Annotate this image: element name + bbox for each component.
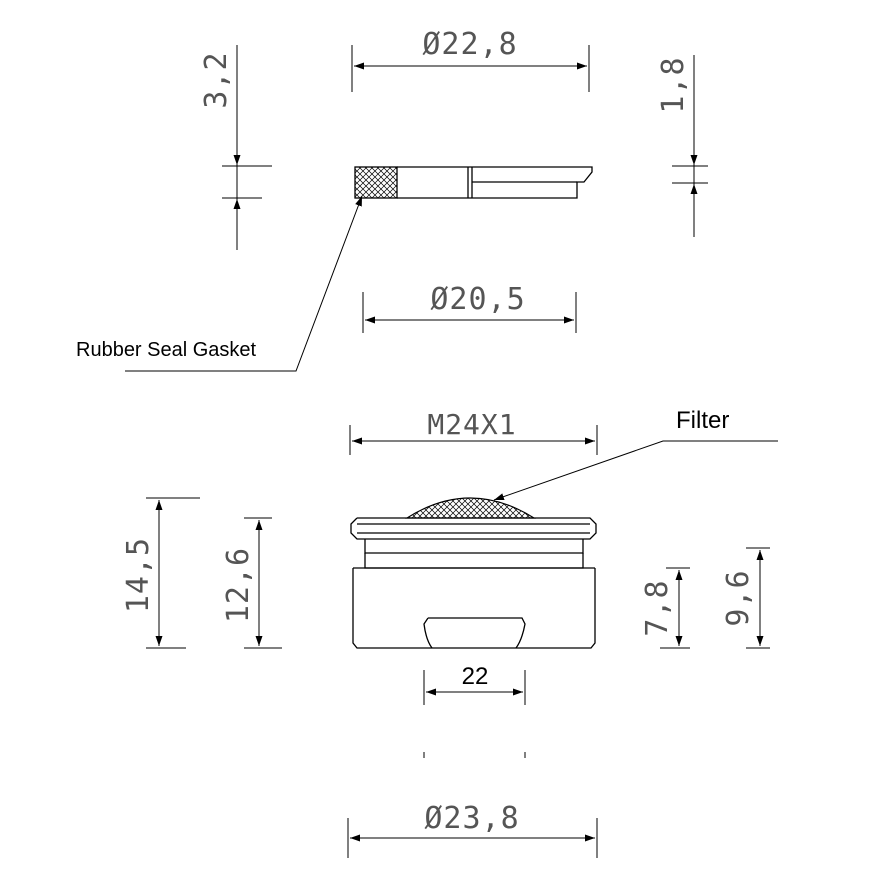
callout-filter: Filter (493, 407, 778, 501)
dim-gasket-step: 1,8 (656, 55, 708, 237)
label-gasket-outer-diameter: Ø22,8 (422, 27, 517, 62)
label-gasket-thickness: 3,2 (199, 51, 234, 108)
callout-gasket-label: Rubber Seal Gasket (76, 339, 257, 361)
label-thread: M24X1 (427, 408, 516, 441)
gasket-view: Ø22,8 3,2 1,8 (76, 27, 708, 372)
label-height-total: 14,5 (121, 537, 156, 613)
dim-gasket-inner-diameter: Ø20,5 (362, 282, 577, 333)
label-outer-diameter: Ø23,8 (424, 801, 519, 836)
dim-height-lower: 7,8 (640, 567, 690, 649)
label-height-mid: 9,6 (721, 569, 756, 626)
label-height-body: 12,6 (221, 547, 256, 623)
callout-filter-label: Filter (676, 407, 729, 434)
dim-outer-diameter: Ø23,8 (347, 801, 598, 858)
dim-thread: M24X1 (349, 408, 598, 455)
aerator-view: M24X1 Filter 1 (121, 407, 778, 858)
label-inner-width: 22 (462, 663, 489, 690)
dim-height-body: 12,6 (221, 517, 282, 649)
label-gasket-inner-diameter: Ø20,5 (430, 282, 525, 317)
dim-height-total: 14,5 (121, 497, 200, 649)
gasket-profile (354, 166, 593, 199)
label-height-lower: 7,8 (640, 579, 675, 636)
label-gasket-step: 1,8 (656, 56, 691, 113)
dim-height-mid: 9,6 (721, 547, 770, 649)
aerator-body (350, 497, 597, 649)
dim-inner-width: 22 (423, 663, 526, 758)
dim-gasket-thickness: 3,2 (199, 45, 272, 250)
dim-gasket-outer-diameter: Ø22,8 (351, 27, 590, 92)
callout-gasket: Rubber Seal Gasket (76, 195, 363, 372)
